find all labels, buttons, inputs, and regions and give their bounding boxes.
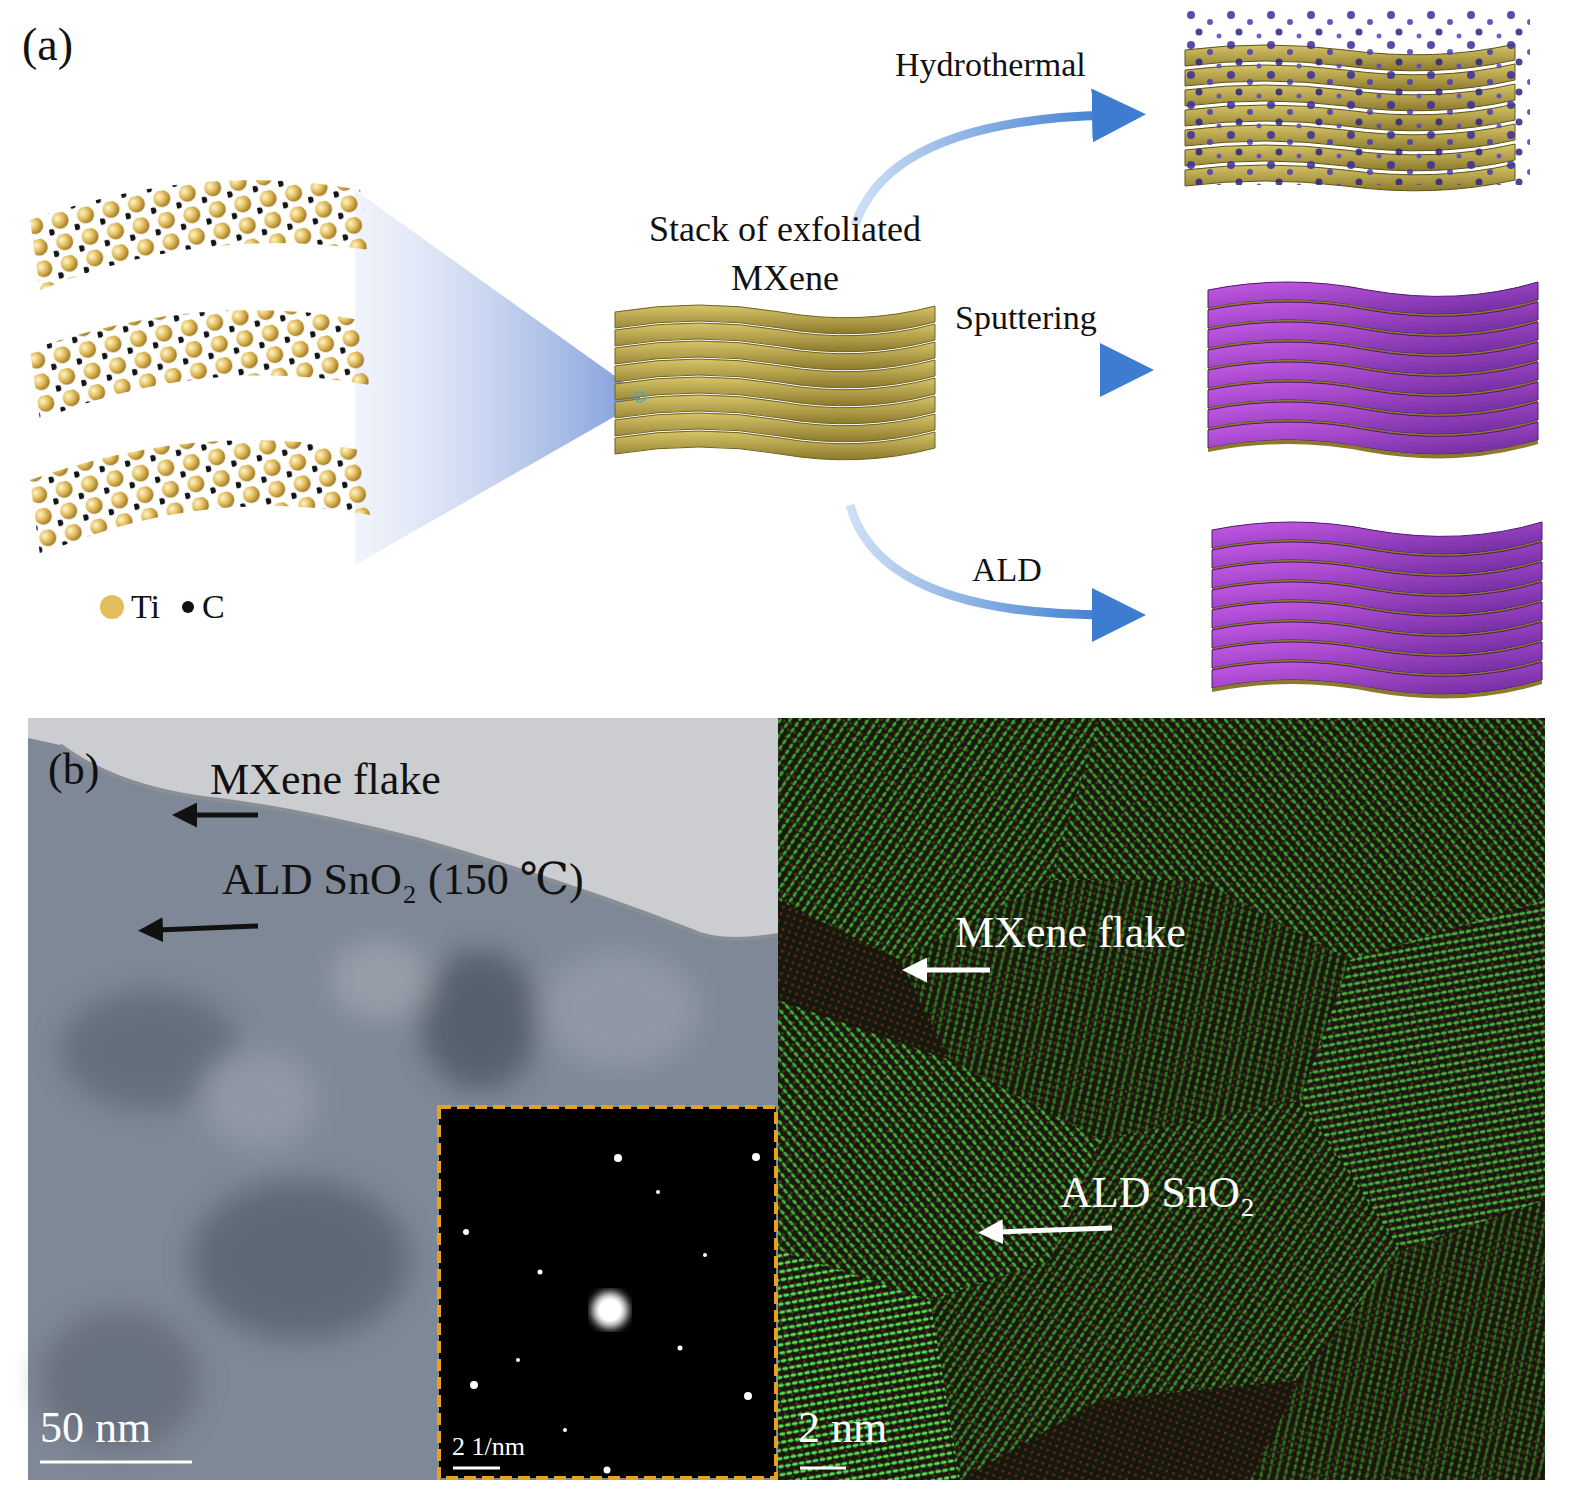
process-label: ALD <box>972 551 1042 588</box>
legend-swatch <box>182 601 194 613</box>
stack-label: Stack of exfoliated MXene <box>610 205 960 302</box>
annotation: MXene flake <box>210 756 441 804</box>
legend-text: Ti <box>131 588 160 625</box>
scale-label: 2 1/nm <box>452 1433 525 1462</box>
annotation: ALD SnO₂ (150 ℃) <box>222 856 584 904</box>
annotation: ALD SnO₂ <box>1060 1169 1255 1217</box>
annotation: MXene flake <box>955 909 1186 957</box>
panel-label: (b) <box>48 746 99 794</box>
legend-swatch <box>100 595 124 619</box>
legend-text: C <box>202 588 225 625</box>
process-label: Hydrothermal <box>895 46 1086 83</box>
scale-label: 2 nm <box>798 1404 887 1452</box>
panel-label: (a) <box>22 20 73 71</box>
scale-label: 50 nm <box>40 1404 151 1452</box>
process-label: Sputtering <box>955 299 1097 336</box>
